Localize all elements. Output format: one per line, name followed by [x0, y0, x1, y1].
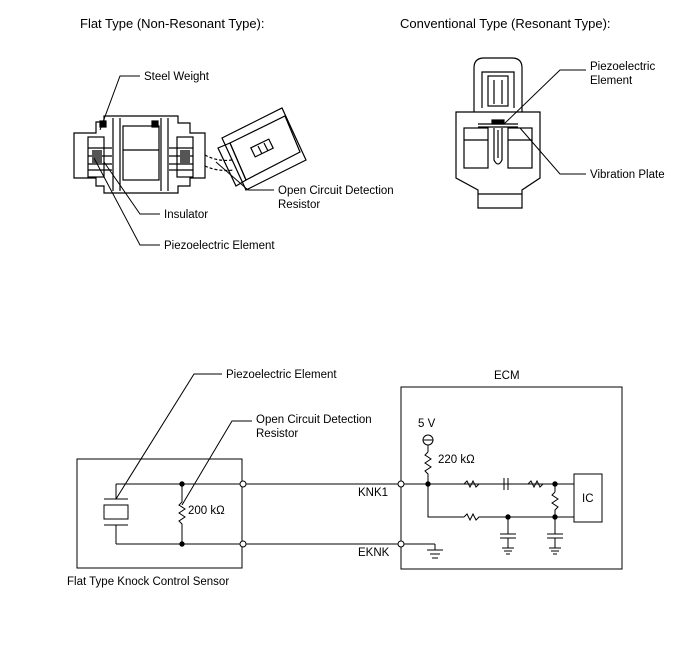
sensor-caption: Flat Type Knock Control Sensor	[67, 576, 229, 588]
conv-label-piezo-line1: Piezoelectric	[590, 61, 655, 73]
schematic-label-resistor-line2: Resistor	[256, 428, 298, 440]
flat-label-resistor-line1: Open Circuit Detection	[278, 185, 394, 197]
ecm-title: ECM	[494, 370, 520, 382]
flat-sensor-drawing	[73, 107, 307, 194]
flat-label-steel-weight: Steel Weight	[144, 71, 210, 83]
pullup-resistor-value: 220 kΩ	[438, 454, 475, 466]
schematic-label-resistor-line1: Open Circuit Detection	[256, 414, 372, 426]
conv-label-piezo-line2: Element	[590, 75, 633, 87]
conventional-sensor-drawing	[455, 57, 541, 209]
pin-eknk: EKNK	[358, 547, 390, 559]
flat-label-piezo: Piezoelectric Element	[164, 240, 275, 252]
schematic	[76, 373, 623, 570]
flat-leader-lines	[93, 75, 274, 246]
ic-label: IC	[582, 493, 594, 505]
pin-knk1: KNK1	[358, 487, 388, 499]
supply-voltage: 5 V	[418, 418, 436, 430]
sensor-box	[76, 458, 243, 569]
conventional-leader-lines	[503, 69, 586, 175]
ecm-box	[400, 386, 623, 570]
sensor-resistor-value: 200 kΩ	[188, 505, 225, 517]
flat-label-insulator: Insulator	[164, 209, 208, 221]
flat-type-title: Flat Type (Non-Resonant Type):	[80, 16, 265, 31]
conventional-type-title: Conventional Type (Resonant Type):	[400, 16, 611, 31]
flat-label-resistor-line2: Resistor	[278, 199, 320, 211]
schematic-label-piezo: Piezoelectric Element	[226, 369, 337, 381]
conv-label-vibration-plate: Vibration Plate	[590, 169, 665, 181]
